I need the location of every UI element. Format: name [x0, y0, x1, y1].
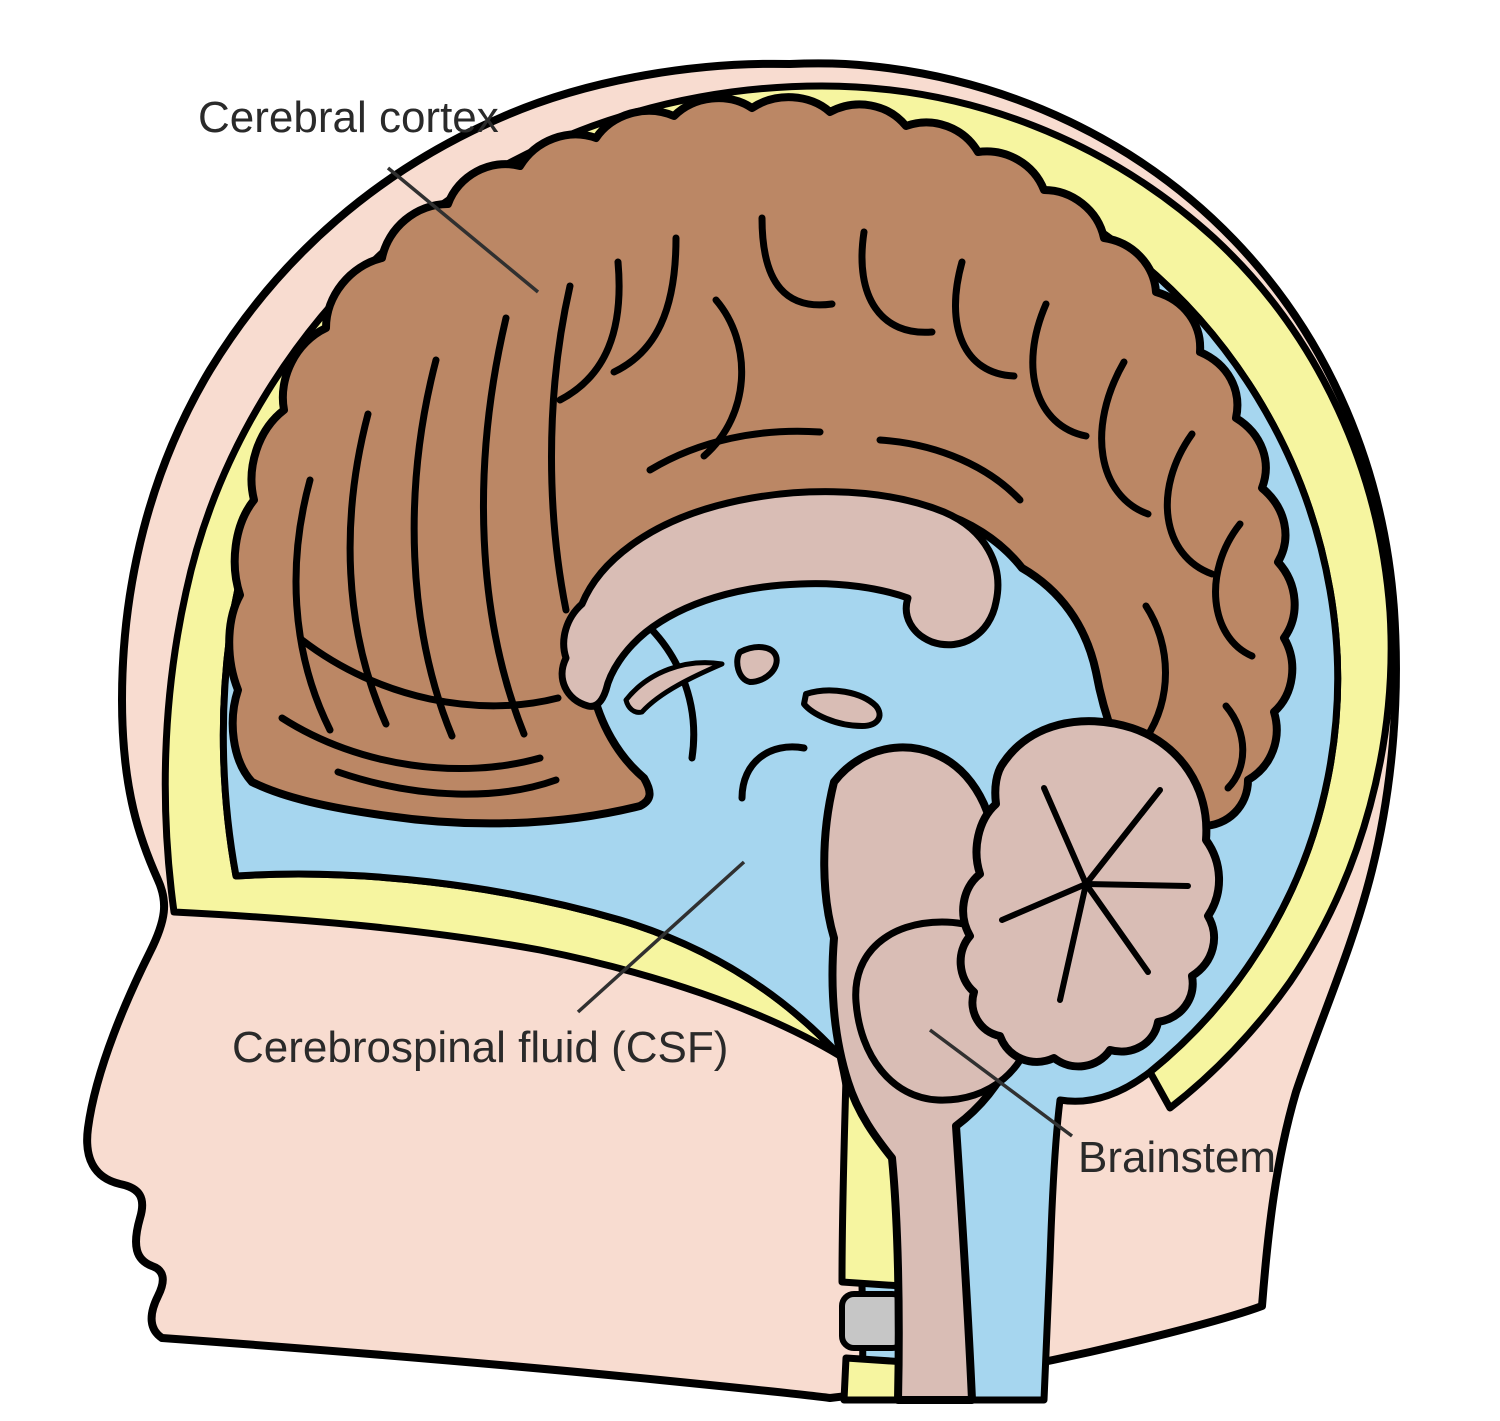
sulcus-line	[1222, 702, 1247, 792]
sulcus-line	[1098, 358, 1152, 518]
sulcus-line	[548, 282, 574, 614]
sulcus-line	[610, 234, 680, 376]
cerebellum-branch-line	[1083, 787, 1163, 887]
thalamic-body	[801, 687, 883, 729]
sulcus-line	[1212, 520, 1256, 660]
sulcus-line	[346, 410, 390, 728]
leader-line-csf	[576, 860, 746, 1014]
sulcus-line	[952, 258, 1018, 380]
sulcus-line	[410, 356, 456, 740]
cerebellum-branches	[999, 785, 1191, 1003]
sulcus-line	[1142, 602, 1169, 742]
cerebellum-branch-line	[1057, 881, 1089, 1003]
midbrain-hook	[738, 743, 808, 802]
sulcus-line	[479, 314, 528, 738]
cartilage-block	[839, 1291, 907, 1351]
sulcus-line	[858, 228, 936, 336]
leader-line-cerebral-cortex	[386, 166, 540, 294]
cerebellum-branch-line	[1041, 785, 1089, 887]
fornix	[623, 660, 725, 715]
cerebellum-branch-line	[1083, 881, 1151, 975]
leader-line-brainstem	[928, 1028, 1074, 1138]
sulcus-line	[876, 436, 1024, 504]
cerebellum-branch-line	[1083, 881, 1191, 889]
label-csf: Cerebrospinal fluid (CSF)	[232, 1023, 728, 1072]
sulcus-line	[278, 714, 544, 772]
sulcus-line	[334, 768, 560, 798]
sulcus-line	[298, 636, 562, 710]
sulcus-line	[1029, 300, 1090, 440]
sulcus-line	[758, 214, 836, 309]
cerebellum-branch-line	[999, 881, 1089, 923]
label-brainstem: Brainstem	[1078, 1133, 1276, 1182]
sulcus-line	[292, 476, 334, 734]
sulci-lines	[278, 214, 1256, 798]
corpus-callosum	[558, 488, 1002, 710]
sulcus-line	[556, 258, 623, 404]
sulcus-line	[646, 427, 824, 474]
pineal-body	[734, 644, 780, 685]
sulcus-line	[1163, 430, 1216, 578]
label-cerebral-cortex: Cerebral cortex	[198, 93, 499, 142]
